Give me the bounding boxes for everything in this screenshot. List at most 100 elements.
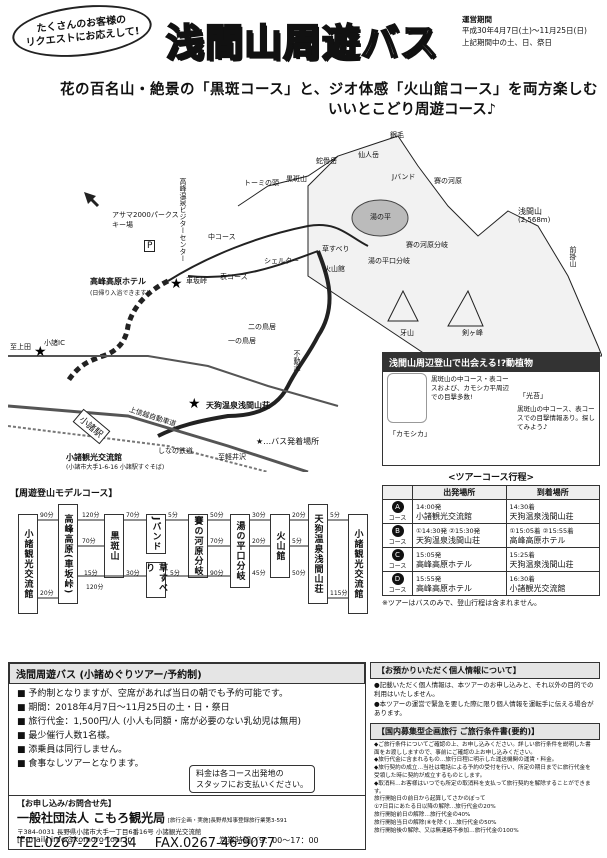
depart-time: 15:55発 xyxy=(416,575,442,583)
schedule-note: ※ツアーはバスのみで、登山行程は含まれません。 xyxy=(382,599,541,607)
map-label: 二の鳥居 xyxy=(248,323,276,331)
map-label: 高峰高原ホテル xyxy=(90,277,146,286)
schedule-header: 到着場所 xyxy=(505,485,600,500)
schedule-title: <ツアーコース行程> xyxy=(447,473,535,483)
time-label: 20分 xyxy=(40,590,54,597)
privacy-title: 【お預かりいただく個人情報について】 xyxy=(370,662,600,679)
time-label: 90分 xyxy=(210,570,224,577)
depart-place: 小諸観光交流館 xyxy=(416,512,472,521)
course-label: コース xyxy=(388,539,407,546)
wildlife-box: 浅間山周辺登山で出会える!?動植物 黒斑山の中コース・表コースおよび、カモシカ平… xyxy=(382,352,600,466)
terms-item: 旅行開始日の前日から起算してさかのぼって xyxy=(374,796,486,803)
time-label: 5分 xyxy=(168,512,178,519)
map-label: 小諸観光交流館 xyxy=(66,453,122,462)
model-stop: 湯の平口分岐 xyxy=(230,514,250,588)
map-label: 銀毛 xyxy=(390,131,404,139)
map-label: トーミの頭 xyxy=(244,179,279,187)
arrive-time: ①15:05着 ②15:55着 xyxy=(509,527,574,535)
depart-time: ①14:30発 ②15:30発 xyxy=(416,527,481,535)
terms-item: 旅行開始当日の解除(⑧を除く)…旅行代金の50% xyxy=(374,819,497,826)
terms-title: 【国内募集型企画旅行 ご旅行条件書(要約)】 xyxy=(370,722,600,740)
tour-item: ■ 予約制となりますが、空席があれば当日の朝でも予約可能です。 xyxy=(17,689,289,699)
tel[interactable]: TEL.0267-22-1234 xyxy=(17,836,137,851)
tour-title: 浅間周遊バス (小諸めぐりツアー/予約制) xyxy=(9,663,365,684)
schedule-header: 出発場所 xyxy=(412,485,507,500)
map-label: 中コース xyxy=(208,233,236,241)
map-label: (2,568m) xyxy=(518,216,551,224)
model-stop: 天狗温泉浅間山荘 xyxy=(308,504,328,604)
map-label: 牙山 xyxy=(400,329,414,337)
time-label: 50分 xyxy=(210,512,224,519)
course-id: C xyxy=(391,549,404,561)
model-course: 【周遊登山モデルコース】 小諸観光交流館 高峰高原(車坂峠) 黒斑山 Jバンド … xyxy=(10,486,374,636)
terms-item: ◆取消料…お客様はいつでも所定の取消料を支払って旅行契約を解除することができます… xyxy=(374,780,591,795)
time-label: 70分 xyxy=(82,538,96,545)
map-label: (小諸市大手1-6-16 小諸駅すぐそば) xyxy=(66,464,165,471)
arrive-place: 小諸観光交流館 xyxy=(509,584,566,593)
fax: FAX.0267-46-9077 xyxy=(154,836,276,851)
tour-item: ■ 最少催行人数1名様。 xyxy=(17,730,116,741)
course-id: D xyxy=(391,573,404,585)
model-stop: 賽の河原分岐 xyxy=(188,514,208,578)
period-label: 運営期間 xyxy=(462,15,492,24)
hikarigoke-text: 黒斑山の中コース、表コースでの目撃情報あり。探してみよう♪ xyxy=(517,405,595,432)
terms-item: 旅行開始後の解除、又は無連絡不参加…旅行代金の100% xyxy=(374,827,519,834)
request-badge: たくさんのお客様の リクエストにお応えして! xyxy=(9,0,155,64)
arrive-place: 天狗温泉浅間山荘 xyxy=(509,512,574,521)
schedule-corner xyxy=(382,485,413,500)
terms-item: ◆ご旅行条件についてご確認の上、お申し込みください。詳しい旅行条件を説明した書面… xyxy=(374,741,591,756)
time-label: 50分 xyxy=(292,570,306,577)
map-label: 黒斑山 xyxy=(286,175,307,183)
time-label: 90分 xyxy=(40,512,54,519)
map-label: 一の鳥居 xyxy=(228,337,256,345)
map-label: 至軽井沢 xyxy=(218,453,246,461)
course-id: A xyxy=(391,501,404,513)
time-label: 20分 xyxy=(292,512,306,519)
privacy-item: ●本ツアーの運営で緊急を要した際に限り個人情報を運転手に伝える場合があります。 xyxy=(374,699,594,718)
kamoshika-icon xyxy=(387,373,427,423)
map-label: しなの鉄道 xyxy=(158,447,193,455)
course-label: コース xyxy=(388,587,407,594)
org-name: 一般社団法人 こもろ観光局 xyxy=(17,811,166,825)
privacy-item: ●記載いただく個人情報は、本ツアーのお申し込みと、それ以外の目的での利用はいたし… xyxy=(374,681,594,699)
time-label: 5分 xyxy=(170,570,180,577)
period-value: 平成30年4月7日(土)～11月25日(日) xyxy=(462,26,587,36)
time-label: 115分 xyxy=(330,590,348,597)
hikarigoke-name: 「光苔」 xyxy=(519,392,547,400)
arrive-time: 15:25着 xyxy=(509,551,535,559)
email[interactable]: [E-mail] info@komoro-tour.jp xyxy=(17,835,133,844)
map-label: 前掛山 xyxy=(569,246,577,267)
map-label: 剣ヶ峰 xyxy=(462,329,483,337)
tour-item: ■ 添乗員は同行しません。 xyxy=(17,744,128,755)
time-label: 5分 xyxy=(330,512,340,519)
svg-text:★: ★ xyxy=(170,276,183,292)
model-stop: 小諸観光交流館 xyxy=(348,514,368,614)
arrive-place: 高峰高原ホテル xyxy=(509,536,566,545)
time-label: 5分 xyxy=(292,538,302,545)
terms-item: ◆旅行契約の成立…当社は電話による予約の受付を行い、所定の期日までに旅行代金を受… xyxy=(374,765,591,779)
map-label: 仙人岳 xyxy=(358,151,379,159)
terms-box: 【お預かりいただく個人情報について】 ●記載いただく個人情報は、本ツアーのお申し… xyxy=(370,662,600,850)
model-stop: 火山館 xyxy=(270,514,290,578)
time-label: 30分 xyxy=(126,570,140,577)
arrive-time: 14:30着 xyxy=(509,503,535,511)
map-label: 賽の河原 xyxy=(434,177,462,185)
kamoshika-name: 「カモシカ」 xyxy=(389,430,431,438)
model-stop: 小諸観光交流館 xyxy=(18,514,38,614)
map-label: 高峰温泉ビジターセンター xyxy=(179,178,187,262)
map-label: (日帰り入浴できます) xyxy=(90,290,149,297)
terms-item: ◆旅行代金に含まれるもの…旅行日程に明示した運送機関の運賃・料金。 xyxy=(374,757,558,764)
time-label: 30分 xyxy=(252,512,266,519)
fare-note: 料金は各コース出発地の スタッフにお支払いください。 xyxy=(189,765,315,794)
depart-place: 天狗温泉浅間山荘 xyxy=(416,536,480,545)
map-label: 天狗温泉浅間山荘 xyxy=(206,401,270,410)
period-box: 運営期間 平成30年4月7日(土)～11月25日(日) 上記期間中の土、日、祭日 xyxy=(462,14,602,48)
time-label: 70分 xyxy=(126,512,140,519)
wildlife-title: 浅間山周辺登山で出会える!?動植物 xyxy=(383,353,599,372)
svg-text:★: ★ xyxy=(34,344,47,360)
model-side-stop: 草すべり xyxy=(144,562,167,598)
lead-line-1: 花の百名山・絶景の「黒斑コース」と、ジオ体感「火山館コース」を両方楽しむ xyxy=(60,82,598,98)
